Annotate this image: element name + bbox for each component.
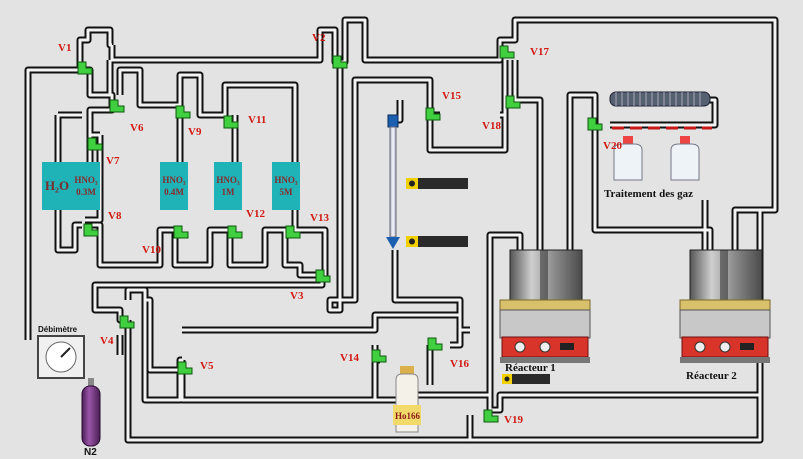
valve-v7 [87, 137, 103, 151]
valve-v6 [109, 99, 125, 113]
tank-hno3-1m: HNO₃ 1M [214, 162, 242, 210]
tank-label-line2: 0.3M [76, 187, 96, 197]
valve-label-v1[interactable]: V1 [58, 42, 72, 54]
tank-label-line2: 5M [279, 187, 293, 197]
valve-label-v15[interactable]: V15 [442, 90, 461, 102]
valve-v16 [427, 337, 443, 351]
valve-v15 [425, 107, 441, 121]
tank-hno3-0.4m: HNO₃ 0.4M [160, 162, 188, 210]
valve-v1 [77, 61, 93, 75]
valve-label-v5[interactable]: V5 [200, 360, 214, 372]
tank-label-line1: HNO₃ [216, 175, 240, 185]
detector-bars [406, 178, 550, 384]
valve-v19 [483, 409, 499, 423]
ho166-label: Ho166 [395, 411, 421, 421]
valve-v5 [177, 361, 193, 375]
valve-label-v20[interactable]: V20 [603, 140, 622, 152]
valve-label-v7[interactable]: V7 [106, 155, 120, 167]
flow-meter-graphic [37, 335, 85, 379]
flow-meter-label: Débimètre [38, 325, 78, 334]
valve-label-v3[interactable]: V3 [290, 290, 304, 302]
reactor-1-graphic [499, 249, 591, 363]
tank-label-line1: HNO₃ [274, 175, 298, 185]
valve-v12 [227, 225, 243, 239]
valve-v13 [285, 225, 301, 239]
valve-label-v17[interactable]: V17 [530, 46, 549, 58]
valve-label-v2[interactable]: V2 [312, 32, 326, 44]
reactor-2-graphic [679, 249, 771, 363]
valve-v14 [371, 349, 387, 363]
n2-cylinder-graphic [81, 378, 101, 447]
valve-label-v19[interactable]: V19 [504, 414, 523, 426]
valve-v8 [83, 223, 99, 237]
tank-label-line1: HNO₃ [74, 175, 98, 185]
valve-label-v14[interactable]: V14 [340, 352, 359, 364]
valve-v11 [223, 115, 239, 129]
chromatography-column [386, 114, 400, 249]
tank-hno3-0.3m: HNO₃ 0.3M [72, 162, 100, 210]
valve-label-v12[interactable]: V12 [246, 208, 265, 220]
tank-label-line1: HNO₃ [162, 175, 186, 185]
ho166-bottle-graphic [393, 366, 421, 433]
valve-v3 [315, 269, 331, 283]
valve-v9 [175, 105, 191, 119]
reactor-1-label: Réacteur 1 [505, 362, 556, 374]
valve-v4 [119, 315, 135, 329]
valve-label-v4[interactable]: V4 [100, 335, 114, 347]
valve-label-v6[interactable]: V6 [130, 122, 144, 134]
gas-treatment-label: Traitement des gaz [604, 188, 693, 200]
valve-label-v18[interactable]: V18 [482, 120, 501, 132]
tank-label-line2: 1M [221, 187, 235, 197]
reactor-2-label: Réacteur 2 [686, 370, 737, 382]
gas-treatment-graphic [609, 91, 712, 181]
valve-v18 [505, 95, 521, 109]
valve-v10 [173, 225, 189, 239]
valve-label-v16[interactable]: V16 [450, 358, 469, 370]
valve-v17 [499, 45, 515, 59]
valve-label-v10[interactable]: V10 [142, 244, 161, 256]
tank-h2o: H₂O [42, 162, 72, 210]
valve-v20 [587, 117, 603, 131]
valve-label-v13[interactable]: V13 [310, 212, 329, 224]
valve-label-v11[interactable]: V11 [248, 114, 267, 126]
valve-label-v8[interactable]: V8 [108, 210, 122, 222]
valve-v2 [332, 55, 348, 69]
tank-hno3-5m: HNO₃ 5M [272, 162, 300, 210]
tank-h2o-label: H₂O [44, 178, 70, 193]
n2-label: N2 [84, 447, 97, 458]
valve-label-v9[interactable]: V9 [188, 126, 202, 138]
tank-label-line2: 0.4M [164, 187, 184, 197]
